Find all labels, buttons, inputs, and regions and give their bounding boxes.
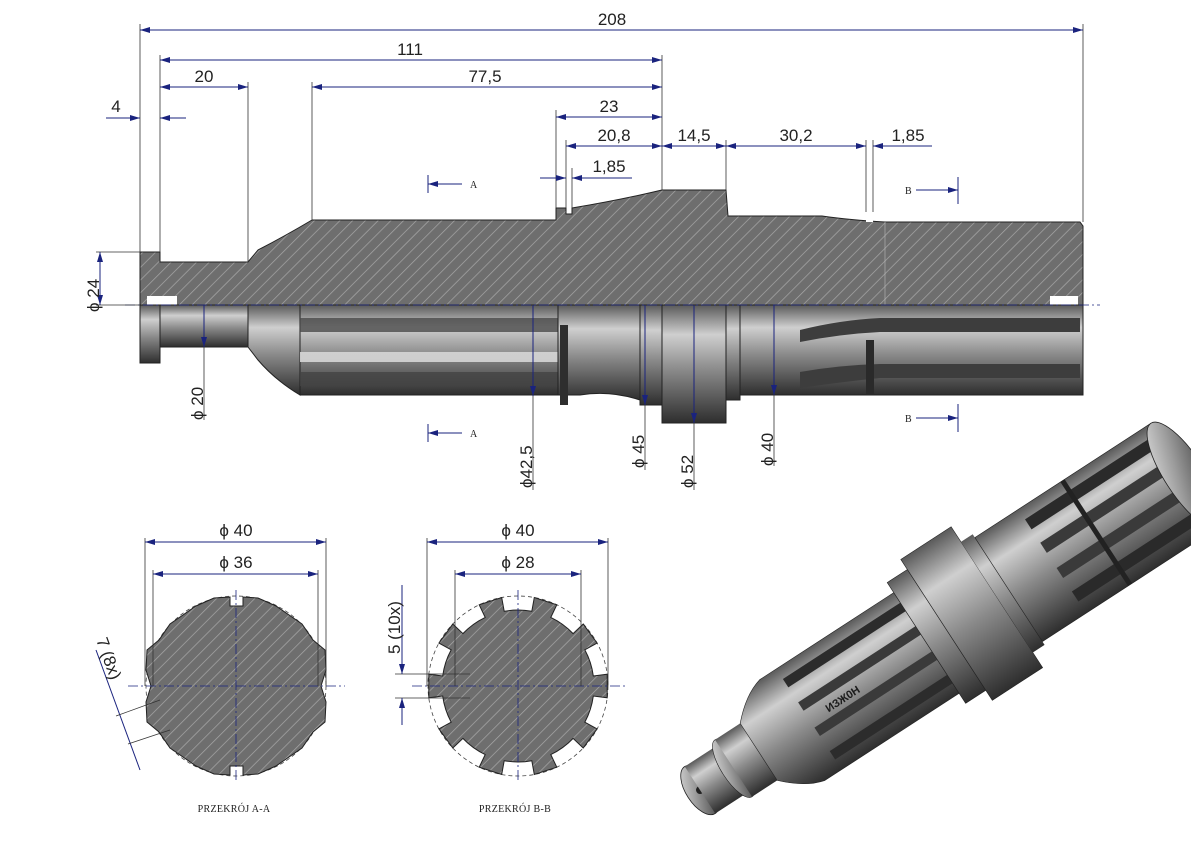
groove-a	[560, 325, 568, 405]
spline-groove-b1	[800, 318, 1080, 342]
section-marker-b-bottom: B	[905, 414, 912, 425]
dim-phi-45: ϕ 45	[629, 435, 648, 468]
section-a-spline-width: 7 (8x)	[92, 635, 125, 682]
dim-4: 4	[111, 97, 120, 116]
section-a-outer-dia: ϕ 40	[219, 521, 252, 540]
shaft-exterior-bottom-half	[139, 304, 1084, 424]
dim-23: 23	[600, 97, 619, 116]
left-bore-groove	[147, 296, 177, 305]
section-a-a: ϕ 40 ϕ 36 7 (8x) PRZEKRÓJ A-A	[92, 521, 345, 815]
spline-runout-a	[557, 304, 641, 401]
right-bore-groove	[1050, 296, 1078, 305]
groove-b-cut	[866, 212, 873, 222]
spline-groove-2	[300, 372, 558, 386]
section-b-b: ϕ 40 ϕ 28 5 (10x) PRZEKRÓJ B-B	[385, 521, 625, 815]
pin-flange	[139, 304, 161, 364]
dim-30-2: 30,2	[779, 126, 812, 145]
spline-groove-1	[300, 318, 558, 332]
section-marker-a-top: A	[470, 180, 478, 191]
section-b-inner-dia: ϕ 28	[501, 553, 534, 572]
dim-208: 208	[598, 10, 626, 29]
section-marker-b-top: B	[905, 186, 912, 197]
dim-20-8: 20,8	[597, 126, 630, 145]
dim-20: 20	[195, 67, 214, 86]
section-a-inner-dia: ϕ 36	[219, 553, 252, 572]
shoulder	[725, 304, 741, 401]
section-b-caption: PRZEKRÓJ B-B	[479, 803, 551, 815]
section-marker-a-bottom: A	[470, 429, 478, 440]
shaft-3d-render: ИЗЖ0Н	[680, 421, 1191, 816]
render-spline-face	[1146, 421, 1191, 529]
dim-77-5: 77,5	[468, 67, 501, 86]
dim-phi-40: ϕ 40	[758, 433, 777, 466]
diameter-dimensions: ϕ 24 ϕ 20 ϕ42,5 ϕ 45 ϕ 52 ϕ 40	[84, 251, 777, 490]
transition-taper	[247, 304, 301, 396]
shaft-section-top-half	[139, 189, 1084, 306]
collar-45	[639, 304, 663, 406]
dim-14-5: 14,5	[677, 126, 710, 145]
dim-phi-42-5: ϕ42,5	[517, 445, 536, 488]
dim-1-85-left: 1,85	[592, 157, 625, 176]
dim-phi-52: ϕ 52	[678, 455, 697, 488]
section-a-caption: PRZEKRÓJ A-A	[198, 803, 271, 815]
section-b-spline-width: 5 (10x)	[385, 601, 404, 654]
groove-b	[866, 340, 874, 395]
dim-111: 111	[397, 40, 423, 59]
dim-phi-24: ϕ 24	[84, 279, 103, 312]
section-b-outer-dia: ϕ 40	[501, 521, 534, 540]
horizontal-dimensions: 208 111 20 77,5 4 23 20,8 14,5 30,2 1,85…	[106, 10, 1084, 262]
dim-phi-20: ϕ 20	[188, 387, 207, 420]
section-markers: A A B B	[427, 175, 959, 442]
dim-1-85-right: 1,85	[891, 126, 924, 145]
spline-tooth-highlight	[300, 352, 558, 362]
